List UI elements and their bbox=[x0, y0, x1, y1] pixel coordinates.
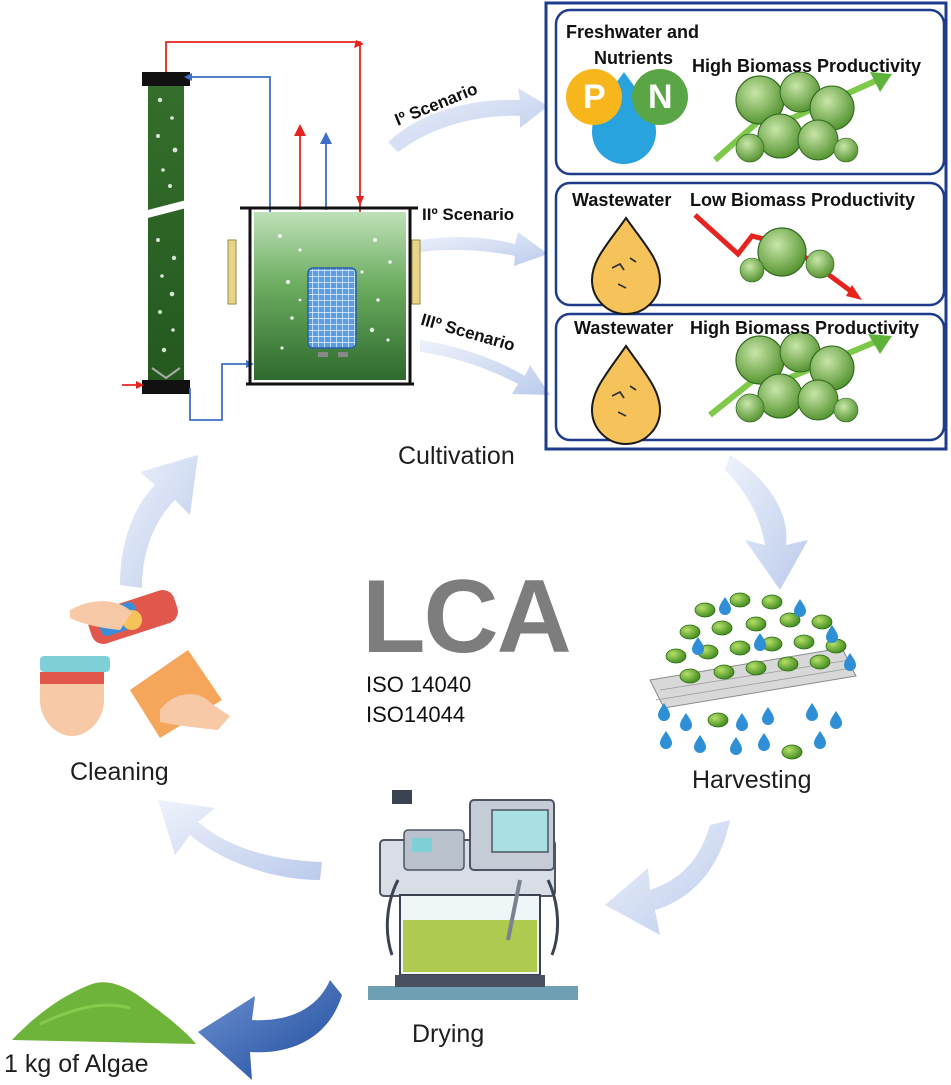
product-arrow bbox=[198, 980, 342, 1080]
cleaning-hands-icon bbox=[40, 590, 230, 738]
nitrogen-label: N bbox=[648, 78, 673, 116]
harvest-mesh-icon bbox=[649, 592, 857, 760]
stage-cleaning: Cleaning bbox=[70, 758, 169, 786]
wastewater-drop-icon-2 bbox=[590, 344, 662, 445]
scenario-3-input: Wastewater bbox=[574, 318, 674, 338]
nutrient-drop-icon bbox=[566, 69, 688, 164]
iso-standard-1: ISO 14040 bbox=[366, 672, 472, 697]
scenario-2-input: Wastewater bbox=[572, 190, 672, 210]
scenario-arrow-2 bbox=[420, 232, 548, 266]
wastewater-drop-icon bbox=[590, 216, 662, 315]
stage-cultivation: Cultivation bbox=[398, 442, 515, 470]
stage-harvesting: Harvesting bbox=[692, 766, 812, 794]
algae-powder-icon bbox=[12, 982, 196, 1044]
iso-standard-2: ISO14044 bbox=[366, 702, 466, 727]
scenario-1-outcome: High Biomass Productivity bbox=[692, 56, 922, 76]
cycle-arrow-to-drying bbox=[605, 820, 730, 935]
stage-product: 1 kg of Algae bbox=[4, 1050, 149, 1078]
scenario-3-outcome: High Biomass Productivity bbox=[690, 318, 920, 338]
panel-reactor-icon bbox=[227, 206, 421, 386]
scenario-arrow-1 bbox=[388, 88, 548, 152]
phosphorus-label: P bbox=[583, 78, 606, 116]
scenario-label-2: IIº Scenario bbox=[422, 205, 515, 224]
scenario-1-input: Freshwater and bbox=[566, 22, 700, 42]
scenario-1-input-line2: Nutrients bbox=[594, 48, 674, 68]
lca-title: LCA bbox=[362, 559, 572, 675]
scenario-arrow-3 bbox=[420, 340, 550, 395]
scenario-2-outcome: Low Biomass Productivity bbox=[690, 190, 916, 210]
stage-drying: Drying bbox=[412, 1020, 485, 1048]
dryer-machine-icon bbox=[368, 790, 578, 1000]
scenario-frame bbox=[544, 1, 948, 451]
reactor-column-icon bbox=[140, 72, 194, 394]
cycle-arrow-to-cultivation bbox=[120, 455, 198, 588]
cycle-arrow-to-cleaning bbox=[158, 800, 322, 880]
cycle-arrow-to-harvesting bbox=[725, 455, 808, 590]
